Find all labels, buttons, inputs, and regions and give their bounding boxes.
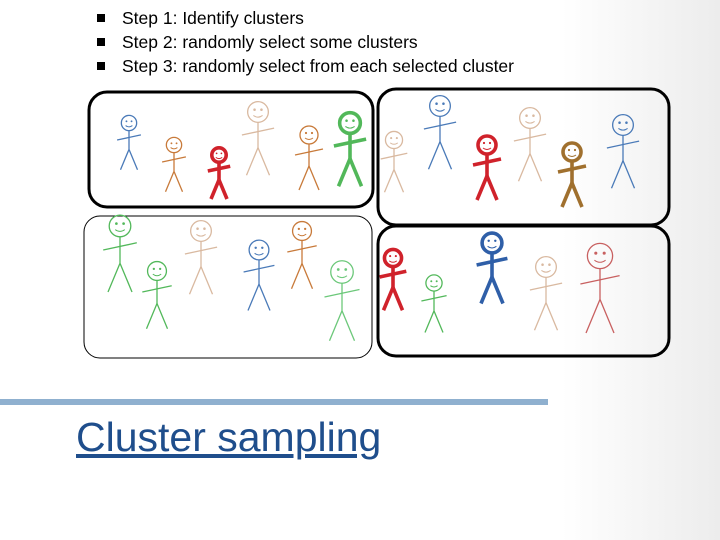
person-icon	[241, 101, 275, 176]
person-icon	[379, 247, 407, 311]
person-icon	[421, 274, 447, 333]
person-icon	[116, 114, 142, 171]
person-icon	[184, 219, 218, 295]
person-icon	[423, 95, 457, 170]
person-icon	[513, 107, 547, 182]
person-icon	[287, 220, 317, 289]
person-icon	[161, 136, 187, 193]
person-icon	[380, 130, 408, 193]
person-icon	[557, 141, 587, 208]
person-icon	[476, 231, 508, 305]
person-icon	[142, 260, 172, 329]
cluster-bottom-right	[376, 224, 671, 358]
bullet-step-2: Step 2: randomly select some clusters	[97, 30, 514, 54]
person-icon	[529, 255, 563, 331]
square-bullet-icon	[97, 38, 105, 46]
bullet-step-1: Step 1: Identify clusters	[97, 6, 514, 30]
person-icon	[472, 134, 502, 201]
bullet-step-3: Step 3: randomly select from each select…	[97, 54, 514, 78]
person-icon	[580, 242, 620, 334]
person-icon	[333, 110, 367, 187]
person-icon	[243, 239, 275, 311]
square-bullet-icon	[97, 14, 105, 22]
person-icon	[324, 260, 360, 341]
person-icon	[103, 214, 137, 293]
person-icon	[207, 146, 231, 200]
square-bullet-icon	[97, 62, 105, 70]
title-divider-bar	[0, 399, 548, 405]
cluster-bottom-left	[83, 215, 373, 359]
slide-title: Cluster sampling	[76, 414, 382, 460]
bullet-list: Step 1: Identify clusters Step 2: random…	[97, 6, 514, 78]
person-icon	[294, 125, 324, 191]
cluster-top-left	[87, 90, 375, 209]
person-icon	[606, 114, 640, 189]
